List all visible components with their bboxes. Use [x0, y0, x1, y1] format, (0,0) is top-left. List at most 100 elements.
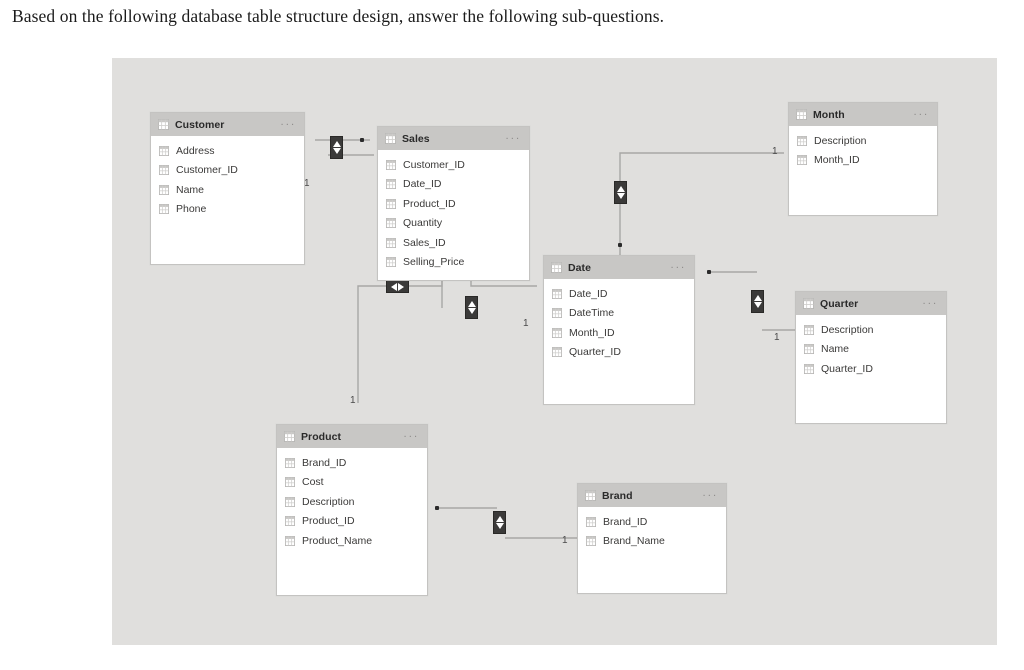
field-row[interactable]: Product_ID	[277, 512, 427, 532]
field-label: Month_ID	[569, 326, 615, 339]
field-row[interactable]: Name	[151, 180, 304, 200]
table-icon	[285, 496, 295, 507]
field-row[interactable]: Month_ID	[789, 151, 937, 171]
more-options-icon[interactable]: ···	[280, 118, 296, 130]
field-row[interactable]: DateTime	[544, 304, 694, 324]
table-header-sales[interactable]: Sales ···	[378, 127, 529, 150]
table-icon	[386, 179, 396, 190]
field-label: Description	[821, 323, 874, 336]
field-row[interactable]: Brand_ID	[578, 512, 726, 532]
cross-filter-badge-date-quarter[interactable]	[751, 290, 764, 313]
cross-filter-badge-sales-date[interactable]	[465, 296, 478, 319]
field-row[interactable]: Month_ID	[544, 323, 694, 343]
field-row[interactable]: Description	[789, 131, 937, 151]
arrow-up-icon	[616, 186, 625, 192]
table-icon	[586, 536, 596, 547]
field-label: Description	[302, 495, 355, 508]
table-icon	[159, 145, 169, 156]
field-label: Customer_ID	[176, 164, 238, 177]
more-options-icon[interactable]: ···	[670, 261, 686, 273]
more-options-icon[interactable]: ···	[913, 108, 929, 120]
cardinality-date-quarter: 1	[774, 332, 780, 343]
field-row[interactable]: Address	[151, 141, 304, 161]
field-label: Sales_ID	[403, 236, 446, 249]
field-row[interactable]: Sales_ID	[378, 233, 529, 253]
field-row[interactable]: Product_ID	[378, 194, 529, 214]
table-icon	[386, 198, 396, 209]
more-options-icon[interactable]: ···	[922, 297, 938, 309]
field-row[interactable]: Customer_ID	[151, 161, 304, 181]
field-row[interactable]: Date_ID	[544, 284, 694, 304]
field-label: Product_ID	[403, 197, 456, 210]
field-row[interactable]: Brand_Name	[578, 532, 726, 552]
field-row[interactable]: Selling_Price	[378, 253, 529, 273]
table-header-quarter[interactable]: Quarter···	[796, 292, 946, 315]
field-row[interactable]: Quantity	[378, 214, 529, 234]
field-row[interactable]: Description	[796, 320, 946, 340]
field-label: Description	[814, 134, 867, 147]
more-options-icon[interactable]: ···	[505, 132, 521, 144]
cross-filter-badge-product-brand[interactable]	[493, 511, 506, 534]
field-label: Customer_ID	[403, 158, 465, 171]
table-icon	[285, 457, 295, 468]
field-row[interactable]: Date_ID	[378, 175, 529, 195]
more-options-icon[interactable]: ···	[702, 489, 718, 501]
field-label: Date_ID	[403, 178, 442, 191]
many-endpoint-customer-sales	[360, 138, 364, 142]
table-name-label: Customer	[175, 118, 225, 131]
page-title: Based on the following database table st…	[12, 6, 665, 26]
table-name-label: Sales	[402, 132, 430, 145]
table-name-label: Brand	[602, 489, 633, 502]
field-row[interactable]: Customer_ID	[378, 155, 529, 175]
cardinality-date-month: 1	[772, 146, 778, 157]
table-header-product[interactable]: Product···	[277, 425, 427, 448]
table-card-sales[interactable]: Sales ··· Customer_ID Date_ID Product_ID Quan…	[377, 126, 530, 281]
field-label: Phone	[176, 203, 207, 216]
table-icon	[803, 298, 814, 309]
arrow-down-icon	[753, 302, 762, 308]
table-icon	[804, 363, 814, 374]
field-label: Quarter_ID	[569, 346, 621, 359]
cardinality-product-brand: 1	[562, 535, 568, 546]
cardinality-sales-product: 1	[350, 395, 356, 406]
table-icon	[552, 288, 562, 299]
field-row[interactable]: Cost	[277, 473, 427, 493]
table-header-customer[interactable]: Customer ···	[151, 113, 304, 136]
table-name-label: Month	[813, 108, 845, 121]
field-row[interactable]: Quarter_ID	[796, 359, 946, 379]
field-row[interactable]: Name	[796, 340, 946, 360]
table-icon	[386, 159, 396, 170]
wire-date-month	[619, 152, 784, 255]
table-header-brand[interactable]: Brand ···	[578, 484, 726, 507]
field-label: DateTime	[569, 307, 615, 320]
table-icon	[796, 109, 807, 120]
field-row[interactable]: Description	[277, 492, 427, 512]
arrow-down-icon	[467, 308, 476, 314]
table-header-month[interactable]: Month ···	[789, 103, 937, 126]
table-icon	[386, 257, 396, 268]
cross-filter-badge-sales-product[interactable]	[386, 280, 409, 293]
field-row[interactable]: Phone	[151, 200, 304, 220]
cross-filter-badge-customer-sales[interactable]	[330, 136, 343, 159]
cross-filter-badge-date-month[interactable]	[614, 181, 627, 204]
arrow-down-icon	[495, 523, 504, 529]
field-row[interactable]: Brand_ID	[277, 453, 427, 473]
field-row[interactable]: Product_Name	[277, 531, 427, 551]
field-row[interactable]: Quarter_ID	[544, 343, 694, 363]
table-icon	[586, 516, 596, 527]
table-name-label: Date	[568, 261, 591, 274]
table-icon	[804, 344, 814, 355]
table-header-date[interactable]: Date ···	[544, 256, 694, 279]
more-options-icon[interactable]: ···	[403, 430, 419, 442]
